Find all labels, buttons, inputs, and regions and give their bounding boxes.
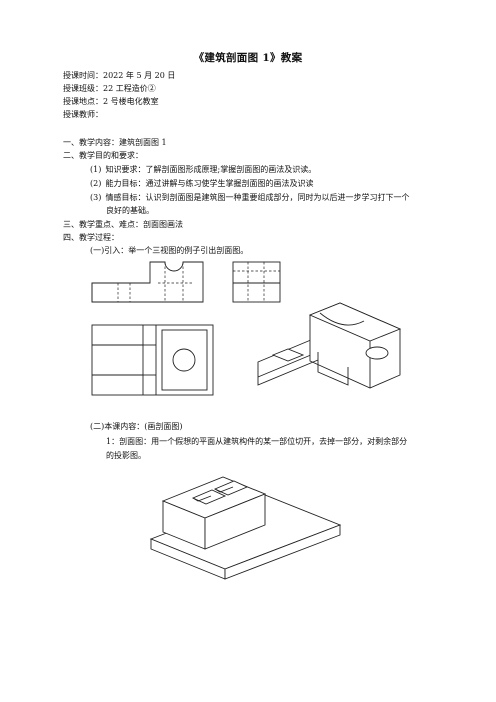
point-1-continuation: 的投影图。 <box>106 451 146 460</box>
process-intro: (一)引入：举一个三视图的例子引出剖面图。 <box>90 246 249 255</box>
goal-text: 知识要求：了解剖面图形成原理;掌握剖面图的画法及识读。 <box>105 165 317 174</box>
section-process: 四、教学过程： <box>63 233 119 242</box>
side-view-drawing <box>232 261 281 303</box>
goal-number: (3) <box>90 193 102 202</box>
goal-item: (3) 情感目标：认识到剖面图是建筑图一种重要组成部分，同时为以后进一步学习打下… <box>90 192 410 203</box>
three-view-figure <box>91 261 402 396</box>
goal-number: (1) <box>90 165 102 174</box>
meta-location: 授课地点：2 号楼电化教室 <box>63 97 159 106</box>
lesson-content: (二)本课内容：(画剖面图) <box>90 422 183 431</box>
section-key-points: 三、教学重点、难点：剖面图画法 <box>63 220 183 229</box>
section-block-figure <box>149 476 342 580</box>
section-goals: 二、教学目的和要求： <box>63 151 143 160</box>
isometric-drawing <box>257 302 402 389</box>
document-title: 《建筑剖面图 1》教案 <box>193 52 303 64</box>
goal-text: 情感目标：认识到剖面图是建筑图一种重要组成部分，同时为以后进一步学习打下一个 <box>105 193 410 202</box>
goal-item: (2) 能力目标：通过讲解与练习使学生掌握剖面图的画法及识读 <box>90 178 314 189</box>
section-content: 一、教学内容：建筑剖面图 1 <box>63 138 167 147</box>
front-view-drawing <box>91 261 204 303</box>
meta-class: 授课班级：22 工程造价② <box>63 84 156 93</box>
goal-number: (2) <box>90 179 102 188</box>
meta-teacher: 授课教师： <box>63 110 103 119</box>
goal-text: 能力目标：通过讲解与练习使学生掌握剖面图的画法及识读 <box>105 179 314 188</box>
point-1: 1：剖面图：用一个假想的平面从建筑构件的某一部位切开，去掉一部分，对剩余部分 <box>106 437 408 446</box>
meta-time: 授课时间：2022 年 5 月 20 日 <box>63 71 176 80</box>
top-view-drawing <box>91 324 214 396</box>
goal-item: (1) 知识要求：了解剖面图形成原理;掌握剖面图的画法及识读。 <box>90 164 316 175</box>
goal-continuation: 良好的基础。 <box>106 206 154 215</box>
